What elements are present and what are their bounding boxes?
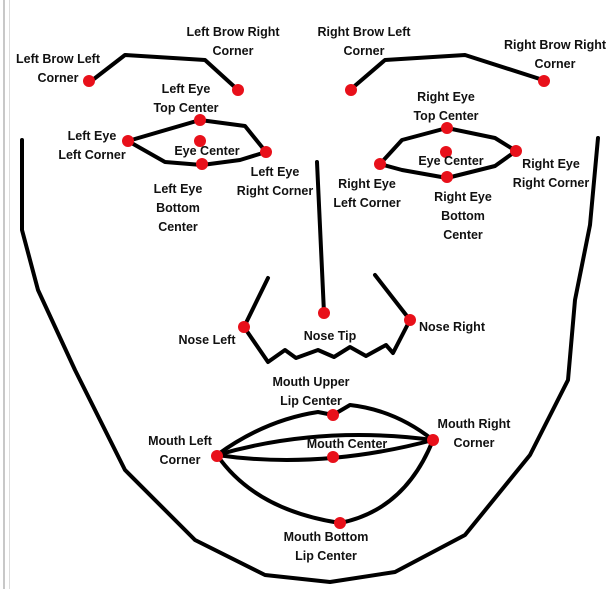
landmark-right-eye-left-corner: [374, 158, 386, 170]
landmark-nose-right: [404, 314, 416, 326]
label-right-brow-left-corner: Right Brow Left Corner: [317, 23, 410, 61]
label-nose-left: Nose Left: [179, 331, 236, 350]
label-left-brow-left-corner: Left Brow Left Corner: [16, 50, 100, 88]
landmark-nose-tip: [318, 307, 330, 319]
label-right-brow-right-corner: Right Brow Right Corner: [504, 36, 606, 74]
landmark-mouth-left-corner: [211, 450, 223, 462]
landmark-right-brow-left-corner: [345, 84, 357, 96]
landmark-nose-left: [238, 321, 250, 333]
label-right-eye-right-corner: Right Eye Right Corner: [513, 155, 589, 193]
landmark-right-brow-right-corner: [538, 75, 550, 87]
label-right-eye-center: Eye Center: [418, 152, 483, 171]
landmark-left-eye-right-corner: [260, 146, 272, 158]
label-right-eye-left-corner: Right Eye Left Corner: [333, 175, 400, 213]
label-nose-tip: Nose Tip: [304, 327, 357, 346]
label-mouth-right-corner: Mouth Right Corner: [438, 415, 511, 453]
label-left-eye-bottom-center: Left Eye Bottom Center: [154, 180, 203, 237]
label-left-eye-left-corner: Left Eye Left Corner: [58, 127, 125, 165]
label-nose-right: Nose Right: [419, 318, 485, 337]
nose-right-side: [375, 275, 410, 320]
nose-left-side: [244, 278, 268, 327]
landmark-right-eye-bottom-center: [441, 171, 453, 183]
label-right-eye-bottom-center: Right Eye Bottom Center: [434, 188, 492, 245]
label-left-eye-right-corner: Left Eye Right Corner: [237, 163, 313, 201]
label-mouth-center: Mouth Center: [307, 435, 388, 454]
label-left-brow-right-corner: Left Brow Right Corner: [186, 23, 279, 61]
label-mouth-bottom-lip-center: Mouth Bottom Lip Center: [284, 528, 369, 566]
label-left-eye-top-center: Left Eye Top Center: [153, 80, 218, 118]
label-mouth-upper-lip-center: Mouth Upper Lip Center: [272, 373, 349, 411]
label-left-eye-center: Eye Center: [174, 142, 239, 161]
landmark-left-brow-right-corner: [232, 84, 244, 96]
label-mouth-left-corner: Mouth Left Corner: [148, 432, 212, 470]
nose-bridge: [317, 162, 324, 313]
label-right-eye-top-center: Right Eye Top Center: [413, 88, 478, 126]
